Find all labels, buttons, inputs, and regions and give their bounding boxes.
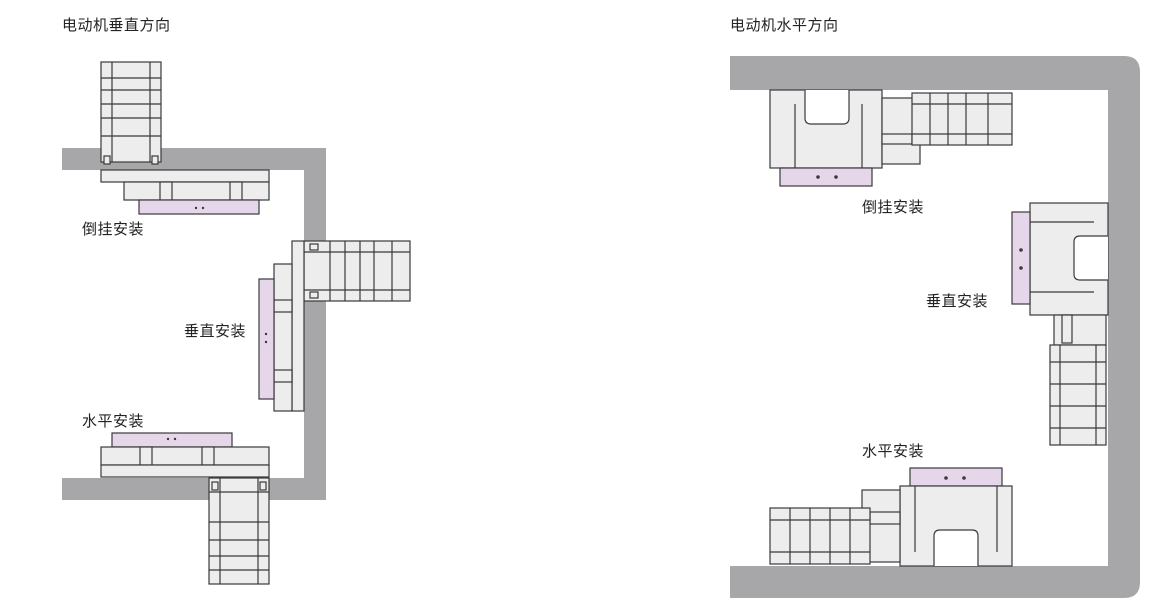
right-horizontal-unit xyxy=(769,467,1013,567)
left-vertical-motor xyxy=(303,240,411,302)
right-hanging-label: 倒挂安装 xyxy=(862,198,925,216)
left-vertical-body xyxy=(291,240,305,412)
left-horizontal-motor xyxy=(208,477,270,585)
right-vertical-motor xyxy=(1049,344,1107,446)
left-hanging-body xyxy=(100,169,270,183)
right-horizontal-label: 水平安装 xyxy=(862,442,925,460)
left-hanging-label: 倒挂安装 xyxy=(82,220,145,238)
left-hanging-plate xyxy=(138,199,260,215)
right-vertical-unit xyxy=(1011,202,1109,446)
left-horizontal-label: 水平安装 xyxy=(82,412,145,430)
right-horizontal-plate xyxy=(909,467,1003,487)
right-hanging-plate xyxy=(779,167,873,187)
right-vertical-plate xyxy=(1011,211,1031,305)
right-horizontal-motor xyxy=(769,507,871,565)
left-horizontal-body xyxy=(100,446,270,466)
left-hanging-motor xyxy=(100,61,162,163)
left-hanging-unit xyxy=(100,61,270,215)
left-horizontal-unit xyxy=(100,432,270,585)
left-horizontal-plate xyxy=(111,432,233,448)
right-panel-title: 电动机水平方向 xyxy=(730,16,839,34)
left-panel-title: 电动机垂直方向 xyxy=(62,16,171,34)
left-vertical-plate xyxy=(258,278,275,400)
left-vertical-unit xyxy=(258,240,411,412)
right-hanging-unit xyxy=(769,89,1013,187)
right-vertical-label: 垂直安装 xyxy=(926,292,989,310)
left-vertical-label: 垂直安装 xyxy=(184,322,247,340)
right-hanging-motor xyxy=(911,92,1013,146)
